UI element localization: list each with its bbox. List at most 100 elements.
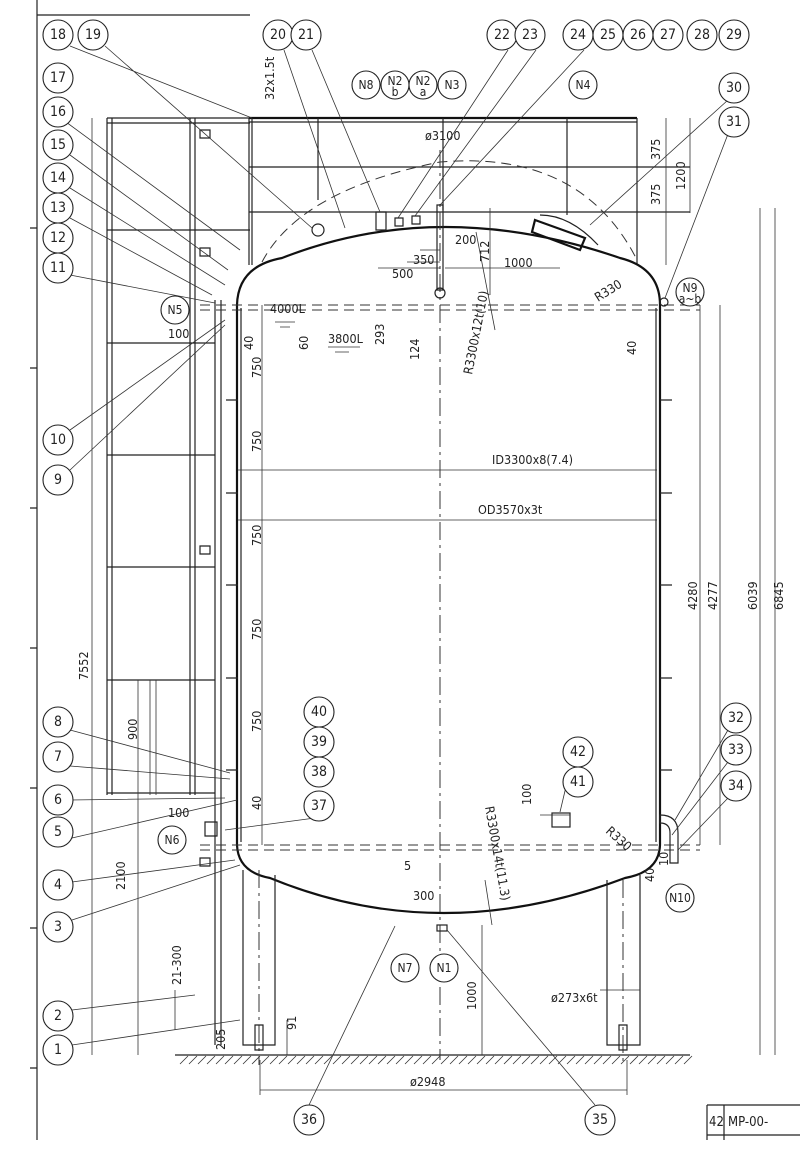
dim-300: 300: [413, 888, 434, 903]
leg-pipe-spec: ø273x6t: [551, 990, 598, 1005]
dim-124: 124: [407, 339, 422, 360]
balloon-circle: [42, 911, 74, 943]
part-balloon: 26: [622, 19, 654, 51]
bottom-knuckle-radius: R330: [603, 823, 635, 854]
part-balloon: 27: [652, 19, 684, 51]
part-balloon: 36: [293, 1104, 325, 1136]
nozzle-tag: N9a~b: [675, 277, 705, 307]
dim-900: 900: [125, 719, 140, 740]
dim-205: 205: [213, 1029, 228, 1050]
dim-6039: 6039: [745, 581, 760, 610]
balloon-number: 27: [660, 27, 676, 43]
dim-10: 10: [656, 852, 671, 866]
dim-40-top-left: 40: [241, 336, 256, 350]
top-knuckle-radius: R330: [592, 276, 625, 304]
dim-293: 293: [372, 324, 387, 345]
balloon-circle: [42, 784, 74, 816]
dim-4277: 4277: [705, 581, 720, 610]
nozzle-tag: N3: [437, 70, 467, 100]
nozzle-circle: [437, 70, 467, 100]
vessel: [200, 150, 700, 1060]
nozzle-tag: N5: [160, 295, 190, 325]
balloon-number: 4: [54, 877, 62, 893]
balloon-number: 10: [50, 432, 66, 448]
balloon-number: 29: [726, 27, 742, 43]
drawing-frame: [30, 0, 250, 1140]
balloon-circle: [720, 770, 752, 802]
balloon-number: 39: [311, 734, 327, 750]
part-balloon: 25: [592, 19, 624, 51]
nozzle-label: N2: [416, 74, 431, 88]
balloon-circle: [77, 19, 109, 51]
part-balloon: 19: [77, 19, 109, 51]
balloon-circle: [290, 19, 322, 51]
nozzle-tag: N4: [568, 70, 598, 100]
level-4000l: 4000L: [270, 301, 306, 316]
balloon-number: 6: [54, 792, 62, 808]
balloon-circle: [42, 424, 74, 456]
dim-200: 200: [455, 232, 476, 247]
nozzle-label: N2: [388, 74, 403, 88]
balloon-number: 28: [694, 27, 710, 43]
nozzle-label: N8: [359, 78, 374, 92]
balloon-number: 21: [298, 27, 314, 43]
nozzle-tag: N8: [351, 70, 381, 100]
top-head-spec: R3300x12t(10): [460, 289, 491, 375]
part-balloon: 24: [562, 19, 594, 51]
dim-100-bottom: 100: [168, 805, 189, 820]
balloon-number: 40: [311, 704, 327, 720]
balloon-number: 33: [728, 742, 744, 758]
nozzle-label: N6: [165, 833, 180, 847]
balloon-number: 32: [728, 710, 744, 726]
nozzle-label: N7: [398, 961, 413, 975]
balloon-circle: [42, 162, 74, 194]
part-balloon: 15: [42, 129, 74, 161]
dim-100-item41: 100: [519, 784, 534, 805]
balloon-number: 37: [311, 798, 327, 814]
part-balloon: 6: [42, 784, 74, 816]
nozzle-sub-label: a: [420, 85, 427, 99]
nozzle-sub-label: a~b: [679, 292, 702, 306]
part-balloon: 1: [42, 1034, 74, 1066]
legs: [175, 870, 693, 1065]
balloon-circle: [303, 696, 335, 728]
balloon-number: 8: [54, 714, 62, 730]
dim-1000-top: 1000: [504, 255, 533, 270]
balloon-circle: [42, 706, 74, 738]
balloon-circle: [42, 19, 74, 51]
nozzle-circle: [157, 825, 187, 855]
dim-750-3: 750: [249, 525, 264, 546]
nozzle-tag: N10: [665, 883, 695, 913]
balloon-circle: [42, 464, 74, 496]
part-balloon: 42: [562, 736, 594, 768]
nozzle-circle: [408, 70, 438, 100]
balloon-number: 14: [50, 170, 66, 186]
balloon-number: 5: [54, 824, 62, 840]
nozzle-circle: [351, 70, 381, 100]
balloon-number: 13: [50, 200, 66, 216]
nozzle-label: N1: [437, 961, 452, 975]
part-balloon: 16: [42, 96, 74, 128]
nozzle-label: N5: [168, 303, 183, 317]
balloon-number: 12: [50, 230, 66, 246]
part-balloon: 11: [42, 252, 74, 284]
balloon-circle: [718, 19, 750, 51]
leg-pcd: ø2948: [410, 1074, 446, 1089]
part-balloon: 31: [718, 106, 750, 138]
balloon-number: 26: [630, 27, 646, 43]
drawing-number: MP-00-: [728, 1115, 768, 1130]
balloon-number: 36: [301, 1112, 317, 1128]
dim-platform-dia: ø3100: [425, 128, 461, 143]
part-balloon: 5: [42, 816, 74, 848]
dim-21-300: 21-300: [169, 945, 184, 985]
part-balloon: 17: [42, 62, 74, 94]
dim-500: 500: [392, 266, 413, 281]
dim-7552: 7552: [76, 651, 91, 680]
part-balloon: 28: [686, 19, 718, 51]
part-balloon: 39: [303, 726, 335, 758]
nozzle-circle: [568, 70, 598, 100]
part-balloon: 14: [42, 162, 74, 194]
part-balloon: 10: [42, 424, 74, 456]
